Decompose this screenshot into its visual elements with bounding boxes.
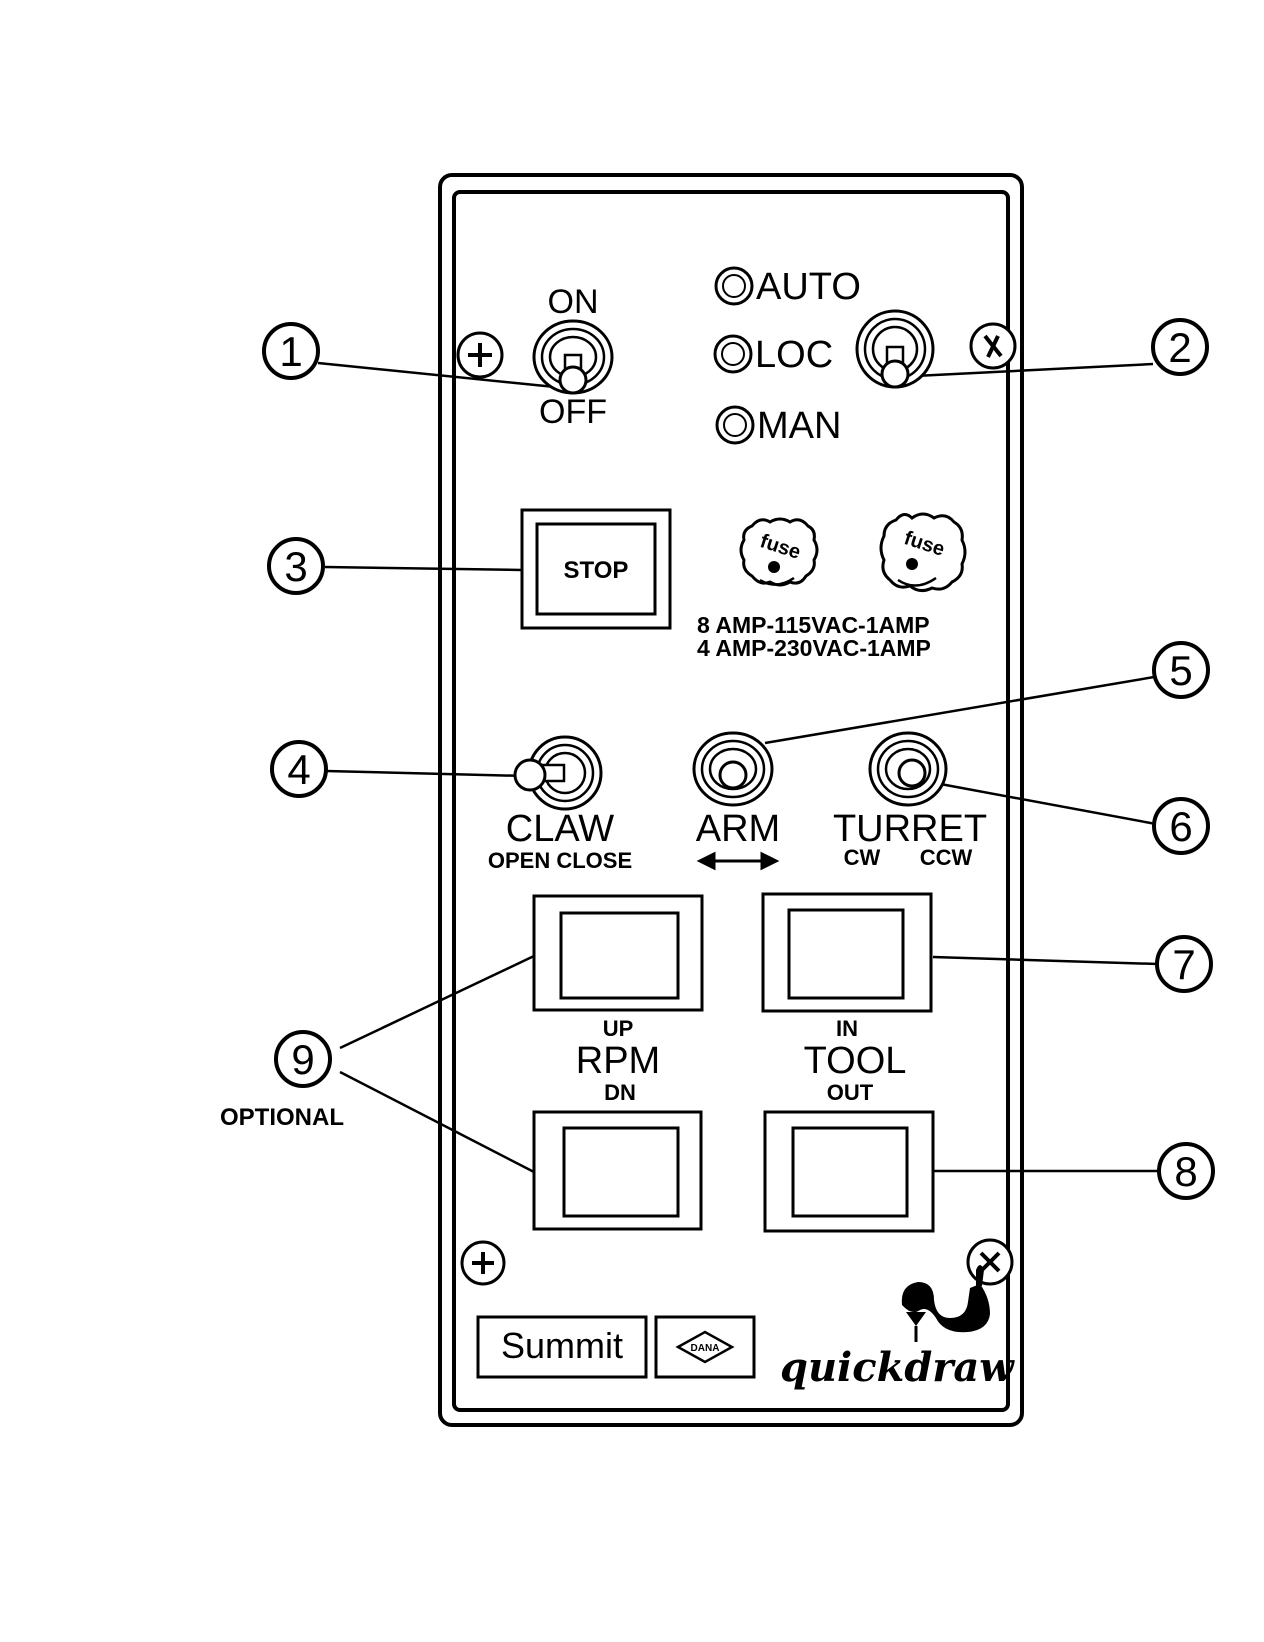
tool-in-button[interactable]: [761, 892, 933, 1013]
svg-text:1: 1: [279, 328, 302, 375]
svg-text:4: 4: [287, 746, 310, 793]
svg-text:5: 5: [1169, 647, 1192, 694]
callout-circle: 8: [1157, 1142, 1215, 1200]
screw-icon: [456, 331, 504, 379]
mode-man-label: MAN: [757, 405, 841, 447]
optional-label: OPTIONAL: [220, 1104, 344, 1131]
power-on-label: ON: [548, 283, 599, 321]
screw-icon: [969, 322, 1017, 370]
svg-text:3: 3: [284, 543, 307, 590]
claw-sub-label: OPEN CLOSE: [488, 848, 632, 873]
tool-label: TOOL: [804, 1040, 907, 1082]
turret-label: TURRET: [833, 808, 987, 850]
tool-in-label: IN: [836, 1016, 858, 1041]
fuse-holder-icon[interactable]: fuse: [879, 512, 967, 593]
stop-button-label: STOP: [564, 557, 629, 584]
rpm-up-label: UP: [603, 1016, 634, 1041]
power-off-label: OFF: [539, 393, 607, 431]
turret-cw-label: CW: [844, 845, 881, 870]
mode-toggle-switch[interactable]: [855, 309, 935, 389]
rpm-label: RPM: [576, 1040, 660, 1082]
callout-circle: 2: [1151, 318, 1209, 376]
rpm-up-button[interactable]: [532, 894, 704, 1012]
screw-icon: [966, 1238, 1014, 1286]
callout-circle: 7: [1155, 935, 1213, 993]
svg-text:8: 8: [1174, 1148, 1197, 1195]
callout-circle: 6: [1152, 797, 1210, 855]
tool-out-label: OUT: [827, 1080, 874, 1105]
callout-circle: 3: [267, 537, 325, 595]
turret-ccw-label: CCW: [920, 845, 973, 870]
stop-button[interactable]: STOP: [520, 508, 672, 630]
indicator-light-icon: [714, 266, 754, 306]
indicator-light-icon: [715, 405, 755, 445]
summit-brand-text: Summit: [501, 1325, 623, 1366]
callout-circle: 4: [270, 740, 328, 798]
callout-circle: 1: [262, 322, 320, 380]
double-arrow-icon: [696, 851, 780, 871]
callout-circle: 5: [1152, 641, 1210, 699]
rpm-dn-label: DN: [604, 1080, 636, 1105]
quickdraw-brand-text: quickdraw: [780, 1344, 1015, 1391]
mode-loc-label: LOC: [755, 334, 833, 376]
svg-text:9: 9: [291, 1036, 314, 1083]
screw-icon: [460, 1240, 506, 1286]
leader-lines: [317, 361, 1161, 1174]
turret-toggle-switch[interactable]: [868, 731, 948, 807]
summit-brand-plate: Summit: [476, 1315, 648, 1379]
arm-label: ARM: [696, 808, 780, 850]
fuse-rating-line2: 4 AMP-230VAC-1AMP: [697, 635, 931, 661]
claw-toggle-switch[interactable]: [513, 735, 603, 811]
quickdraw-logo-icon: [901, 1265, 990, 1342]
rpm-down-button[interactable]: [532, 1110, 703, 1231]
arm-toggle-switch[interactable]: [692, 731, 774, 807]
indicator-light-icon: [713, 334, 753, 374]
svg-text:2: 2: [1168, 324, 1191, 371]
svg-text:6: 6: [1169, 803, 1192, 850]
dana-brand-plate: DANA: [654, 1315, 756, 1379]
dana-brand-text: DANA: [691, 1343, 720, 1354]
panel-inner-border: [452, 190, 1010, 1412]
callout-circle: 9: [274, 1030, 332, 1088]
svg-text:7: 7: [1172, 941, 1195, 988]
fuse-rating-line1: 8 AMP-115VAC-1AMP: [697, 612, 930, 638]
mode-auto-label: AUTO: [756, 266, 861, 308]
power-toggle-switch[interactable]: [532, 319, 614, 395]
tool-out-button[interactable]: [763, 1110, 935, 1233]
fuse-holder-icon[interactable]: fuse: [739, 517, 819, 587]
claw-label: CLAW: [506, 808, 615, 850]
